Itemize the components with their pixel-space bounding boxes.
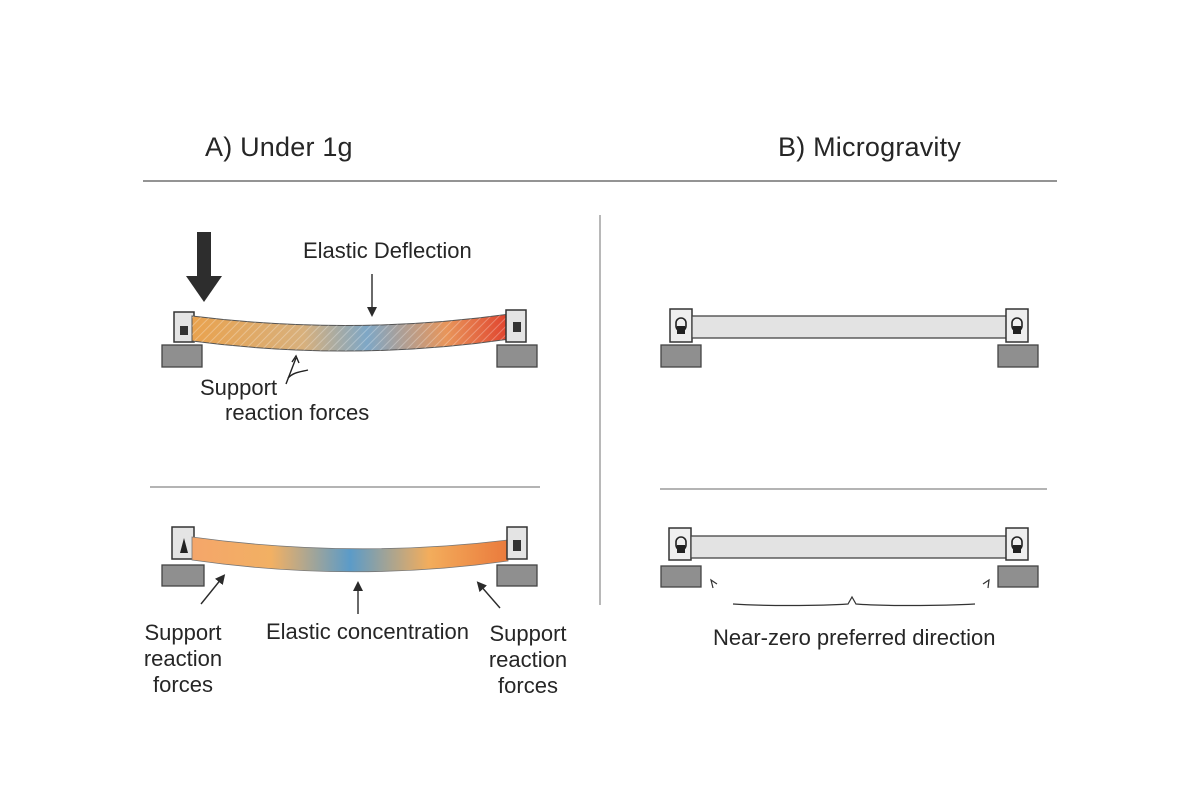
left-support: [161, 311, 203, 368]
panel-a-title: A) Under 1g: [205, 132, 353, 162]
left-reaction-pointer: [200, 574, 226, 605]
left-support: [161, 526, 205, 587]
right-support: [496, 309, 538, 368]
support-label-line1: Support: [200, 375, 278, 400]
right-support-line: reaction: [488, 647, 568, 672]
unloaded-beam-microgravity: [690, 535, 1008, 559]
left-support: [660, 308, 702, 368]
left-support: [660, 527, 702, 588]
unloaded-beam-microgravity: [691, 315, 1008, 339]
support-label-line2: reaction forces: [225, 400, 370, 425]
right-support: [496, 526, 538, 587]
elastic-deflection-label: Elastic Deflection: [303, 238, 472, 263]
right-support-line: Support: [489, 621, 567, 646]
panel-a-bottom-beam-assembly: [161, 526, 538, 614]
right-support: [997, 308, 1039, 368]
reaction-force-arrow: [285, 354, 309, 385]
right-support-label: Support reaction forces: [478, 621, 578, 699]
small-tick-arrows: [710, 578, 990, 589]
direction-brace: [732, 595, 976, 607]
panel-b-title: B) Microgravity: [778, 132, 962, 162]
right-support-line: forces: [498, 673, 558, 698]
load-arrow: [186, 232, 222, 302]
panel-b-top-beam-assembly: [660, 308, 1039, 368]
elastic-concentration-label: Elastic concentration: [266, 619, 469, 644]
left-support-label: Support reaction forces: [133, 620, 233, 698]
left-support-line: forces: [153, 672, 213, 697]
right-support: [997, 527, 1039, 588]
panel-a-top-beam-assembly: [161, 232, 538, 385]
left-support-line: reaction: [143, 646, 223, 671]
panel-b-bottom-beam-assembly: [660, 527, 1039, 607]
right-reaction-pointer: [476, 581, 501, 609]
left-support-line: Support: [144, 620, 222, 645]
near-zero-direction-label: Near-zero preferred direction: [713, 625, 996, 650]
stress-beam-1g: [191, 536, 509, 573]
